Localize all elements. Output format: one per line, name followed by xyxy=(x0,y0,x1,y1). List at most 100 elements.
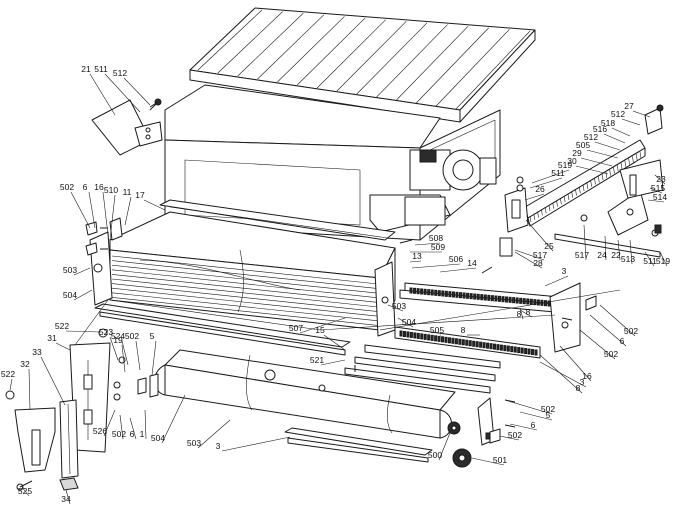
callout-leader xyxy=(519,411,553,421)
callout-leader xyxy=(514,251,543,269)
callout-label: 500 xyxy=(428,450,442,460)
callout-leader xyxy=(621,118,641,126)
front-cover xyxy=(154,349,456,439)
callout-leader xyxy=(539,361,587,388)
callout-leader xyxy=(604,235,607,261)
callout-leader xyxy=(519,309,533,318)
callout-label: 15 xyxy=(315,325,325,335)
fence-assembly xyxy=(499,104,664,258)
callout-leader xyxy=(55,342,71,351)
callout-label: 503 xyxy=(392,301,406,311)
callout-label: 502 xyxy=(508,430,522,440)
callout-label: 31 xyxy=(47,333,57,343)
callout-label: 29 xyxy=(572,148,582,158)
callout-label: 524 xyxy=(111,331,125,341)
callout-leader xyxy=(583,224,587,261)
callout-leader xyxy=(411,263,461,269)
callout-leader xyxy=(514,249,545,261)
callout-leader xyxy=(161,394,186,444)
callout-leader xyxy=(504,399,553,415)
callout-label: 523 xyxy=(99,327,113,337)
callout-label: 26 xyxy=(535,184,545,194)
callout-label: 21 xyxy=(81,64,91,74)
callout-label: 513 xyxy=(621,254,635,264)
callout-leader xyxy=(632,110,651,118)
callout-label: 521 xyxy=(310,355,324,365)
callout-leader xyxy=(575,165,609,175)
callout-label: 30 xyxy=(567,156,577,166)
callout-label: 504 xyxy=(151,433,165,443)
knob-501 xyxy=(452,448,472,468)
callout-label: 8 xyxy=(526,307,531,317)
callout-leader xyxy=(647,199,665,203)
callout-label: 8 xyxy=(576,383,581,393)
callout-label: 522 xyxy=(1,369,15,379)
callout-leader xyxy=(525,219,554,252)
motor-assembly xyxy=(369,149,497,233)
callout-leader xyxy=(65,489,71,505)
callout-label: 1 xyxy=(140,429,145,439)
callout-label: 510 xyxy=(104,185,118,195)
callout-label: 502 xyxy=(624,326,638,336)
callout-label: 503 xyxy=(187,438,201,448)
callout-leader xyxy=(121,344,126,373)
callout-label: 507 xyxy=(289,323,303,333)
callout-leader xyxy=(387,304,404,312)
callout-leader xyxy=(603,133,626,144)
callout-leader xyxy=(121,340,129,366)
callout-leader xyxy=(659,251,668,267)
right-brackets xyxy=(489,295,597,444)
callout-leader xyxy=(438,427,453,461)
callout-label: 517 xyxy=(533,250,547,260)
assembly-outline xyxy=(74,289,621,346)
bottom-bar xyxy=(284,427,433,463)
callout-label: 16 xyxy=(94,182,104,192)
callout-label: 502 xyxy=(60,182,74,192)
callout-label: 522 xyxy=(55,321,69,331)
callout-label: 6 xyxy=(83,182,88,192)
callout-label: 3 xyxy=(216,441,221,451)
callout-label: 17 xyxy=(135,190,145,200)
callout-leader xyxy=(586,149,619,159)
callout-label: 525 xyxy=(18,486,32,496)
top-table xyxy=(189,7,536,123)
callout-leader xyxy=(629,239,633,265)
callout-label: 512 xyxy=(584,132,598,142)
callout-leader xyxy=(109,336,119,361)
callout-leader xyxy=(617,239,621,261)
upper-slide xyxy=(159,199,396,241)
callout-label: 505 xyxy=(576,140,590,150)
callout-leader xyxy=(21,486,30,497)
callout-leader xyxy=(539,354,583,394)
callout-label: 28 xyxy=(533,258,543,268)
callout-leader xyxy=(397,317,414,328)
callout-leader xyxy=(123,77,151,106)
callout-leader xyxy=(73,267,91,276)
callout-label: 519 xyxy=(558,160,572,170)
callout-label: 526 xyxy=(93,426,107,436)
callout-label: 508 xyxy=(429,233,443,243)
right-end-plate xyxy=(374,261,396,337)
callout-label: 502 xyxy=(604,349,618,359)
callout-label: 8 xyxy=(517,309,522,319)
callout-label: 504 xyxy=(63,290,77,300)
callout-leader xyxy=(529,177,563,189)
callout-label: 514 xyxy=(653,192,667,202)
callout-leader xyxy=(519,307,524,320)
callout-label: 3 xyxy=(580,377,585,387)
callout-label: 25 xyxy=(544,241,554,251)
callout-label: 506 xyxy=(449,254,463,264)
callout-leader xyxy=(143,199,166,211)
callout-leader xyxy=(409,260,422,263)
callout-label: 3 xyxy=(562,266,567,276)
callout-label: 16 xyxy=(582,371,592,381)
callout-leader xyxy=(544,275,569,287)
callout-leader xyxy=(524,193,545,201)
callout-leader xyxy=(320,359,346,366)
callout-label: 517 xyxy=(575,250,589,260)
callout-label: 6 xyxy=(620,336,625,346)
callout-leader xyxy=(644,251,655,267)
callout-label: 512 xyxy=(113,68,127,78)
